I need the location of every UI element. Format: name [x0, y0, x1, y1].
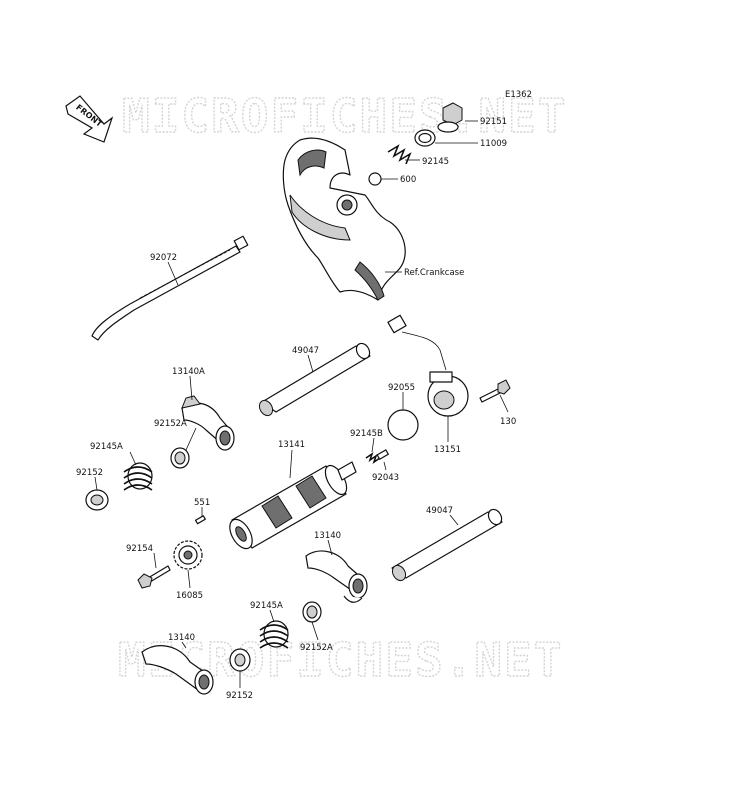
crankcase-section: [282, 137, 406, 301]
spring-92145B: [365, 452, 381, 464]
label-13151: 13151: [434, 445, 461, 455]
fork-13140-lower: [141, 645, 214, 695]
pin-92043: [376, 449, 389, 460]
label-49047-lower: 49047: [426, 506, 453, 516]
label-92145A-upper: 92145A: [90, 442, 123, 452]
front-arrow-icon: FRONT: [65, 95, 114, 143]
oring-92055: [387, 409, 419, 441]
label-92145A-lower: 92145A: [250, 601, 283, 611]
label-92152A-upper: 92152A: [154, 419, 187, 429]
gear-16085: [173, 540, 203, 570]
ball-600: [368, 172, 382, 186]
fork-13140A: [181, 395, 235, 451]
shaft-49047-upper: [258, 342, 371, 417]
spring-92145A-lower: [259, 620, 289, 649]
label-16085: 16085: [176, 591, 203, 601]
sensor-13151: [387, 314, 469, 417]
leader-lines: [94, 120, 509, 688]
label-ref-crankcase: Ref.Crankcase: [404, 268, 464, 278]
label-49047-upper: 49047: [292, 346, 319, 356]
label-600: 600: [400, 175, 416, 185]
label-92152-lower: 92152: [226, 691, 253, 701]
pin-551: [194, 515, 206, 525]
label-551: 551: [194, 498, 210, 508]
label-92043: 92043: [372, 473, 399, 483]
label-92055: 92055: [388, 383, 415, 393]
band-92072: [91, 235, 249, 341]
label-11009: 11009: [480, 139, 507, 149]
label-92145B: 92145B: [350, 429, 383, 439]
shaft-49047-lower: [391, 508, 503, 582]
spring-92145A-upper: [123, 462, 153, 491]
plug-92151: [437, 102, 463, 133]
spring-92145: [387, 144, 412, 165]
watermark-top: MICROFICHES.NET: [122, 89, 567, 143]
bolt-92154: [137, 565, 171, 589]
label-13141: 13141: [278, 440, 305, 450]
label-92072: 92072: [150, 253, 177, 263]
fork-13140-middle: [305, 550, 368, 603]
shift-drum-13141: [229, 461, 357, 550]
label-13140A: 13140A: [172, 367, 205, 377]
label-92152-left: 92152: [76, 468, 103, 478]
label-13140-middle: 13140: [314, 531, 341, 541]
label-92152A-lower: 92152A: [300, 643, 333, 653]
bolt-130: [479, 379, 511, 403]
label-92154: 92154: [126, 544, 153, 554]
label-130: 130: [500, 417, 516, 427]
diagram-code: E1362: [505, 90, 532, 100]
label-13140-lower: 13140: [168, 633, 195, 643]
label-92145: 92145: [422, 157, 449, 167]
label-92151: 92151: [480, 117, 507, 127]
